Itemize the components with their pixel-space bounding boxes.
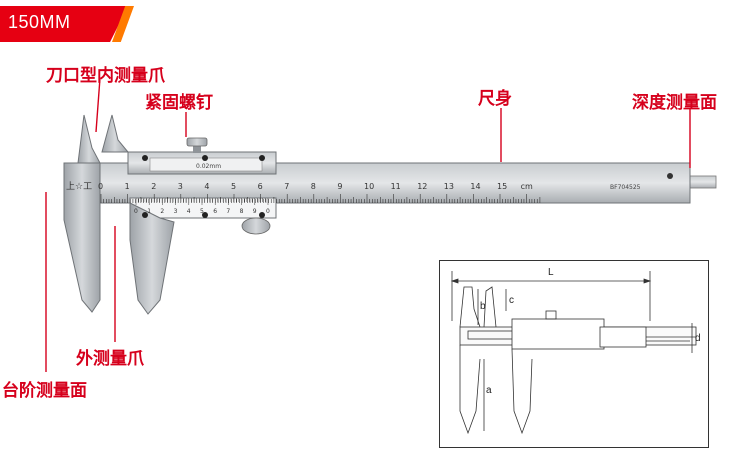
- slider-rivet: [259, 155, 265, 161]
- main-scale-number: 9: [337, 182, 342, 191]
- vernier-scale-number: 2: [160, 208, 164, 215]
- fixed-inner-jaw: [77, 114, 101, 164]
- main-scale-number: 10: [364, 182, 374, 191]
- main-scale-number: 7: [284, 182, 289, 191]
- main-scale-number: 2: [151, 182, 156, 191]
- brand-mark: 上☆工: [66, 181, 92, 192]
- main-scale-number: 15: [497, 182, 507, 191]
- slider-rivet: [202, 155, 208, 161]
- schematic-diagram: L b c a d: [439, 260, 709, 448]
- vernier-scale-number: 6: [213, 208, 217, 215]
- vernier-scale-number: 9: [253, 208, 257, 215]
- main-scale-number: 6: [258, 182, 263, 191]
- main-scale-number: 5: [231, 182, 236, 191]
- slider-rivet: [142, 155, 148, 161]
- vernier-scale-number: 0: [266, 208, 270, 215]
- vernier-scale-numbers: 0 1 2 3 4 5 6 7 8 9 0: [134, 208, 270, 215]
- slider-inner-jaw: [101, 114, 130, 153]
- dim-c: c: [509, 295, 514, 306]
- schematic-svg: L b c a d: [450, 267, 701, 435]
- label-step-face: 台阶测量面: [2, 381, 87, 401]
- depth-rod: [689, 175, 717, 189]
- pointer-inner-jaw: [95, 77, 101, 133]
- vernier-scale-number: 8: [240, 208, 244, 215]
- main-scale-number: 0: [98, 182, 103, 191]
- thumb-wheel: [241, 217, 271, 235]
- label-depth-face: 深度测量面: [632, 93, 717, 113]
- vernier-scale-number: 1: [147, 208, 151, 215]
- main-scale-number: 3: [178, 182, 183, 191]
- size-badge-text: 150MM: [8, 12, 71, 32]
- serial-number: BF704525: [610, 184, 641, 191]
- dim-b: b: [480, 301, 486, 312]
- main-scale-number: 8: [311, 182, 316, 191]
- beam-rivet: [667, 173, 673, 179]
- size-badge: [0, 6, 128, 42]
- vernier-scale-number: 4: [187, 208, 191, 215]
- slider-rivet: [202, 212, 208, 218]
- lock-screw-head: [186, 137, 208, 147]
- main-scale-number: 4: [204, 182, 209, 191]
- slider-rivet: [142, 212, 148, 218]
- lock-screw-stem: [193, 143, 201, 153]
- main-scale-number: 12: [417, 182, 427, 191]
- main-scale-number: 14: [470, 182, 480, 191]
- dim-d: d: [695, 333, 701, 344]
- slider-rivet: [259, 212, 265, 218]
- main-scale-number: 1: [125, 182, 130, 191]
- main-scale-number: 13: [444, 182, 454, 191]
- vernier-scale-ticks: [135, 198, 269, 205]
- slider-outer-jaw: [129, 202, 175, 315]
- main-scale-number: cm: [521, 182, 533, 191]
- main-scale-number: 11: [391, 182, 401, 191]
- label-main-beam: 尺身: [478, 89, 512, 109]
- vernier-scale-number: 7: [226, 208, 230, 215]
- vernier-scale-number: 0: [134, 208, 138, 215]
- dim-a: a: [486, 385, 492, 396]
- vernier-scale-number: 3: [174, 208, 178, 215]
- label-lock-screw: 紧固螺钉: [145, 93, 213, 113]
- label-inner-jaw: 刀口型内测量爪: [46, 66, 165, 86]
- dim-L: L: [548, 267, 554, 278]
- vernier-scale-number: 5: [200, 208, 204, 215]
- label-outer-jaw: 外测量爪: [76, 349, 144, 369]
- vernier-precision: 0.02mm: [196, 163, 221, 170]
